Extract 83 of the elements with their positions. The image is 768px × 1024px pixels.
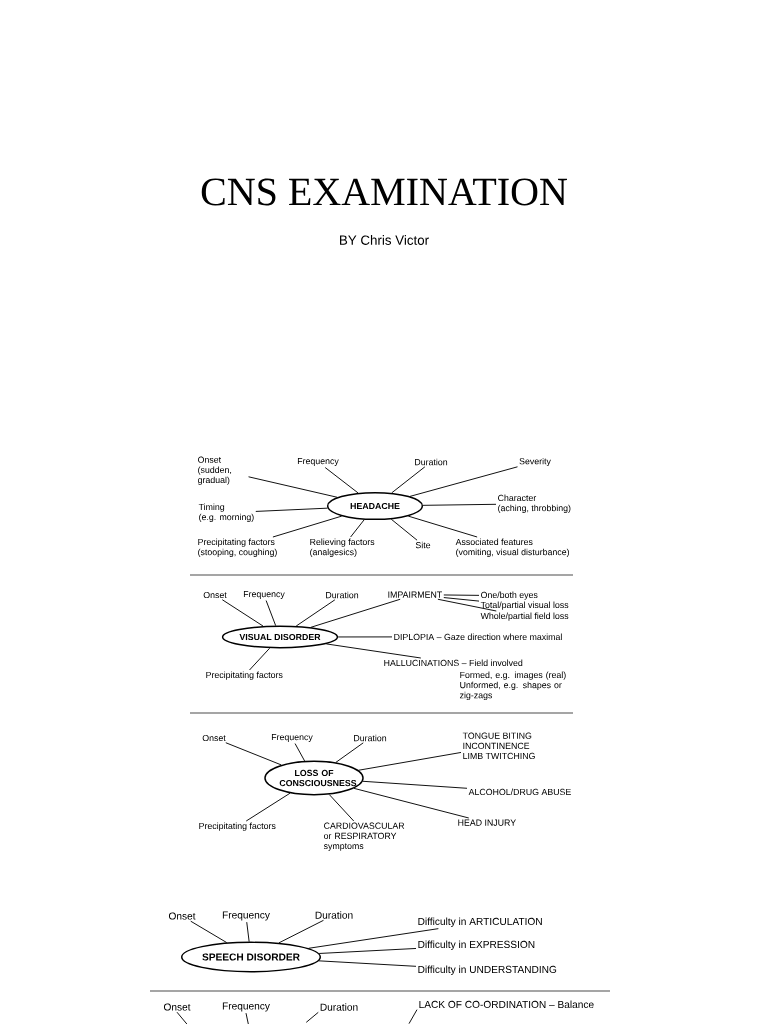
- connector-line: [362, 780, 468, 789]
- topic-text: Duration: [320, 1003, 358, 1011]
- topic-text: HALLUCINATIONS – Field involved: [384, 659, 523, 667]
- connector-line: [318, 960, 417, 967]
- connector-line: [391, 466, 426, 494]
- topic-text: Precipitating factors: [206, 671, 283, 680]
- connector-line: [308, 928, 439, 949]
- connector-line: [318, 948, 417, 954]
- topic-text: Difficulty in UNDERSTANDING: [418, 965, 557, 976]
- topic-text: Difficulty in ARTICULATION: [418, 917, 542, 928]
- topic-text: Associated features (vomiting, visual disturbance): [455, 538, 569, 557]
- connector-line: [422, 503, 497, 506]
- connector-line: [278, 919, 324, 944]
- topic-text: Duration: [315, 911, 353, 919]
- topic-text: Total/partial visual loss: [480, 601, 569, 610]
- topic-text: Difficulty in EXPRESSION: [418, 940, 535, 951]
- connector-line: [443, 597, 480, 602]
- topic-text: TONGUE BITING INCONTINENCE LIMB TWITCHING: [462, 732, 535, 760]
- topic-text: Frequency: [297, 458, 339, 466]
- connector-line: [337, 636, 393, 638]
- topic-text: LACK OF CO-ORDINATION – Balance: [419, 1000, 594, 1009]
- connector-line: [265, 600, 277, 627]
- topic-text: Duration: [415, 458, 448, 466]
- title: CNS EXAMINATION: [201, 178, 567, 206]
- connector-line: [353, 787, 470, 819]
- topic-text: ALCOHOL/DRUG ABUSE: [468, 788, 571, 796]
- note-text: Formed, e.g. images (real) Unformed, e.g. shapes or zig-zags: [459, 671, 566, 701]
- connector-line: [358, 752, 462, 771]
- topic-text: One/both eyes: [481, 591, 538, 600]
- connector-line: [408, 1009, 418, 1024]
- author-text: BY Chris Victor: [340, 235, 429, 245]
- connector-line: [294, 743, 306, 762]
- oval-node: HEADACHE: [326, 491, 424, 521]
- connector-line: [245, 1012, 250, 1024]
- topic-text: Character (aching, throbbing): [498, 494, 571, 513]
- connector-line: [390, 518, 418, 541]
- topic-text: Precipitating factors: [199, 822, 276, 831]
- connector-line: [272, 515, 343, 538]
- connector-line: [350, 519, 365, 538]
- oval-node: SPEECH DISORDER: [181, 941, 321, 973]
- topic-text: Onset (sudden, gradual): [198, 456, 232, 485]
- topic-text: Duration: [326, 591, 359, 599]
- connector-line: [325, 643, 422, 659]
- topic-text: Frequency: [222, 911, 270, 921]
- topic-text: Onset: [168, 912, 196, 920]
- connector-line: [324, 467, 359, 494]
- connector-line: [305, 1011, 319, 1023]
- topic-text: Frequency: [243, 591, 285, 599]
- topic-text: Frequency: [222, 1002, 270, 1012]
- connector-line: [443, 594, 480, 596]
- topic-text: Frequency: [271, 734, 313, 742]
- topic-text: Site: [415, 541, 431, 549]
- topic-text: HEAD INJURY: [458, 819, 516, 826]
- topic-text: IMPAIRMENT: [388, 591, 442, 598]
- topic-text: DIPLOPIA – Gaze direction where maximal: [394, 633, 562, 641]
- topic-text: CARDIOVASCULAR or RESPIRATORY symptoms: [323, 822, 405, 851]
- connector-line: [245, 792, 291, 822]
- connector-line: [437, 598, 497, 612]
- connector-line: [310, 598, 401, 628]
- topic-text: Onset: [202, 734, 226, 742]
- oval-node: VISUAL DISORDER: [221, 625, 339, 649]
- connector-line: [248, 476, 338, 498]
- connector-line: [407, 515, 478, 538]
- topic-text: Onset: [203, 591, 227, 599]
- connector-line: [176, 1011, 188, 1024]
- connector-line: [246, 921, 250, 943]
- topic-text: Relieving factors (analgesics): [310, 538, 375, 557]
- topic-text: Whole/partial field loss: [480, 612, 569, 621]
- topic-text: Severity: [519, 457, 551, 467]
- topic-text: Precipitating factors (stooping, coughing): [198, 538, 277, 557]
- connector-line: [409, 466, 518, 497]
- connector-line: [328, 794, 355, 822]
- connector-line: [249, 647, 271, 671]
- topic-text: Duration: [354, 734, 387, 742]
- connector-line: [255, 507, 328, 512]
- connector-line: [190, 920, 228, 944]
- oval-node: LOSS OF CONSCIOUSNESS: [264, 760, 364, 796]
- connector-line: [295, 599, 336, 627]
- connector-line: [225, 742, 282, 766]
- connector-line: [221, 599, 264, 627]
- connector-line: [335, 742, 364, 763]
- topic-text: Timing (e.g. morning): [198, 503, 254, 522]
- topic-text: Onset: [163, 1003, 191, 1011]
